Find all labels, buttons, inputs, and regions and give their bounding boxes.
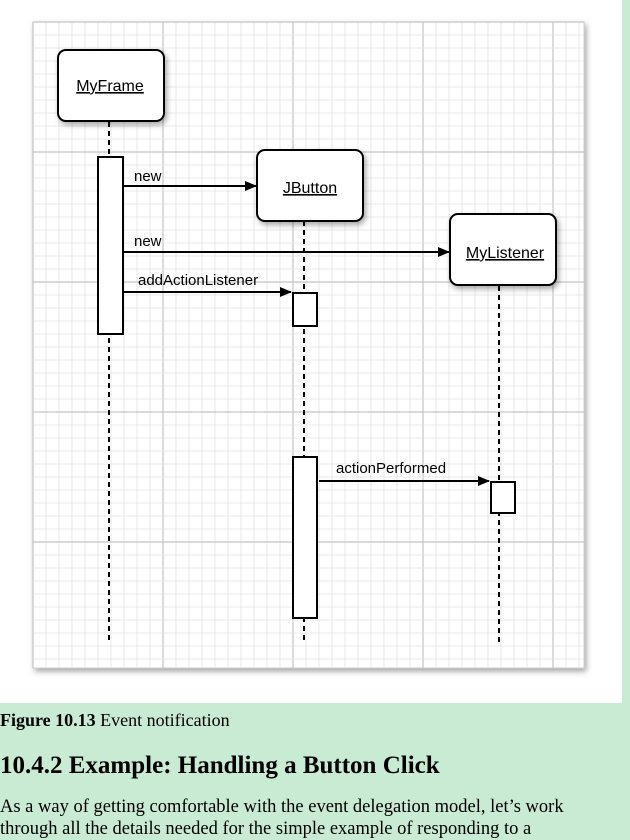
grid-lines xyxy=(32,21,584,668)
object-jbutton: JButton xyxy=(256,149,364,222)
section-heading: 10.4.2 Example: Handling a Button Click xyxy=(0,752,440,779)
activation-jbutton-1 xyxy=(292,292,318,327)
body-line: through all the details needed for the s… xyxy=(0,819,532,839)
message-new-jbutton: new xyxy=(124,168,257,191)
object-label-jbutton: JButton xyxy=(283,180,337,197)
sequence-diagram: MyFrame JButton MyListener new new addAc… xyxy=(32,21,585,669)
message-addactionlistener: addActionListener xyxy=(124,272,292,297)
object-mylistener: MyListener xyxy=(449,213,557,286)
message-new-mylistener: new xyxy=(124,233,450,257)
figure-caption-text: Event notification xyxy=(95,710,230,730)
message-label: addActionListener xyxy=(138,272,258,289)
message-label: actionPerformed xyxy=(336,460,446,477)
body-paragraph: As a way of getting comfortable with the… xyxy=(0,796,630,840)
object-myframe: MyFrame xyxy=(57,49,165,122)
object-label-myframe: MyFrame xyxy=(76,78,144,95)
figure-caption: Figure 10.13 Event notification xyxy=(0,710,630,731)
message-label: new xyxy=(134,168,162,185)
body-line: As a way of getting comfortable with the… xyxy=(0,797,564,817)
object-label-mylistener: MyListener xyxy=(466,245,545,262)
activation-jbutton-2 xyxy=(292,456,318,619)
figure-number: Figure 10.13 xyxy=(0,710,96,730)
activation-myframe xyxy=(97,156,124,335)
message-actionperformed: actionPerformed xyxy=(319,460,490,486)
activation-mylistener xyxy=(490,481,516,514)
figure-panel: MyFrame JButton MyListener new new addAc… xyxy=(0,0,622,703)
message-label: new xyxy=(134,233,162,250)
